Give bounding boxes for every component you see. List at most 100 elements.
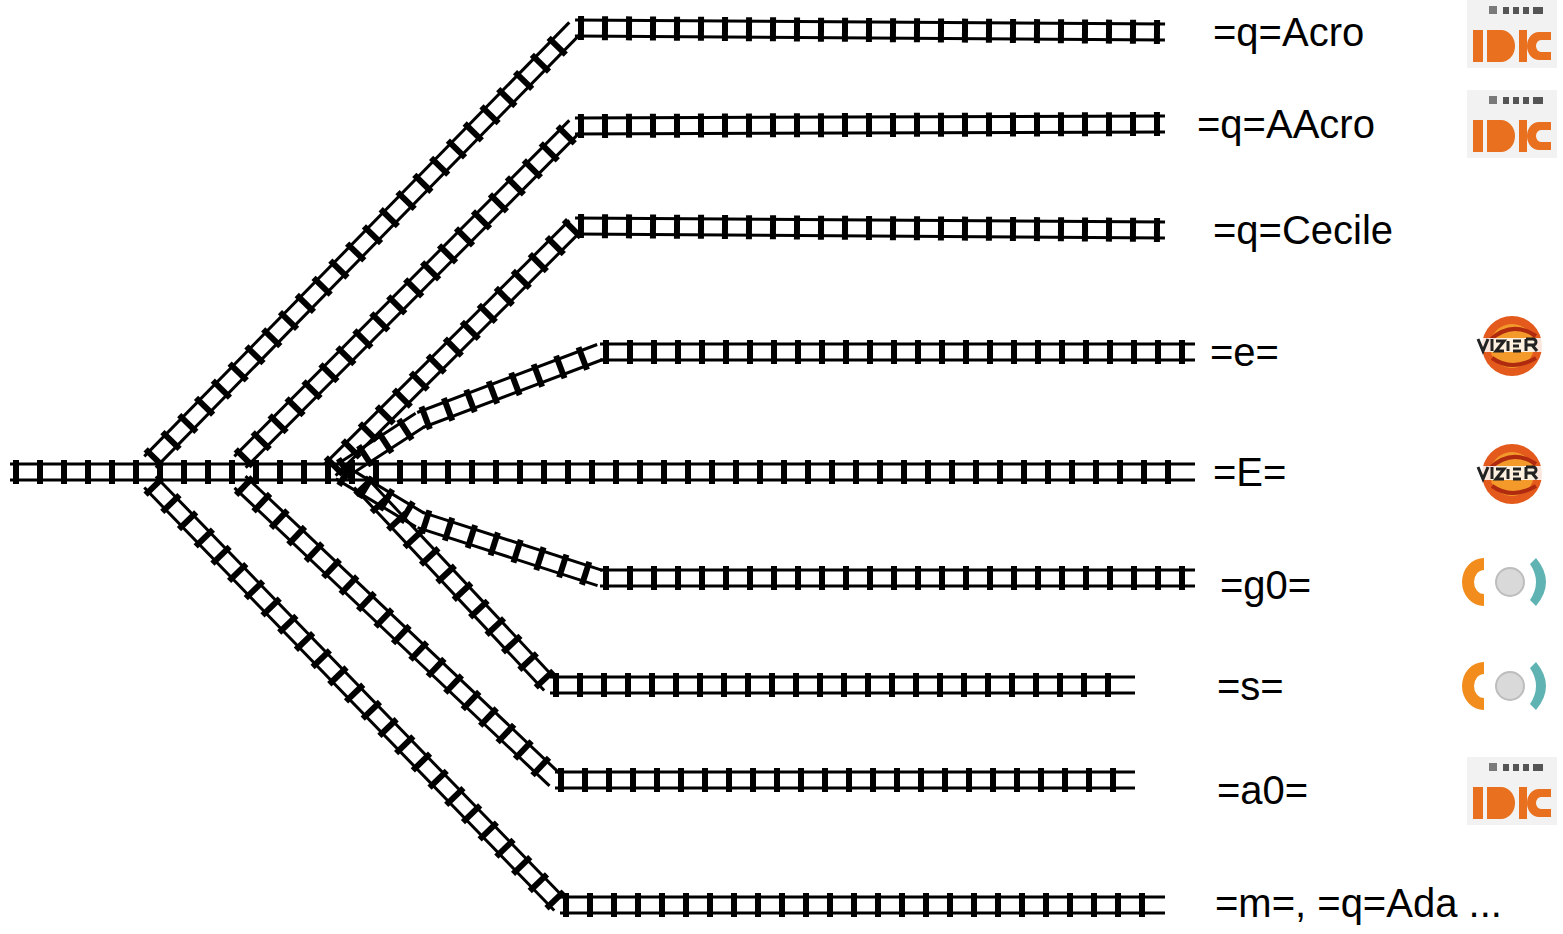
sleeper: [649, 673, 655, 697]
sleeper: [603, 340, 609, 364]
sleeper: [627, 340, 633, 364]
sleeper: [1091, 893, 1097, 917]
sleeper: [347, 244, 364, 261]
cds-logo: [1462, 662, 1546, 710]
sleeper: [1106, 218, 1112, 242]
sleeper: [731, 893, 737, 917]
sleeper: [431, 158, 448, 175]
sleeper: [470, 601, 488, 617]
sleeper: [493, 460, 499, 484]
sleeper: [697, 673, 703, 697]
track-label: =g0=: [1220, 563, 1311, 607]
sleeper: [1019, 893, 1025, 917]
sleeper: [987, 566, 993, 590]
sleeper: [213, 381, 230, 398]
sleeper: [377, 406, 394, 423]
sleeper: [674, 215, 680, 239]
sleeper: [558, 126, 575, 143]
sleeper: [1105, 673, 1111, 697]
sleeper: [675, 340, 681, 364]
sleeper: [246, 346, 263, 363]
sleeper: [496, 288, 513, 305]
sleeper: [1155, 340, 1161, 364]
sleeper: [297, 295, 314, 312]
sleeper: [549, 38, 566, 55]
sleeper: [774, 768, 780, 792]
sleeper: [1139, 893, 1145, 917]
sleeper: [986, 113, 992, 137]
sleeper: [179, 512, 196, 529]
sleeper: [1130, 20, 1136, 44]
sleeper: [818, 216, 824, 240]
rail: [555, 787, 1135, 790]
sleeper: [515, 741, 531, 758]
sleeper: [877, 460, 883, 484]
sleeper: [846, 768, 852, 792]
sleeper: [606, 768, 612, 792]
sleeper: [1062, 768, 1068, 792]
sleeper: [603, 566, 609, 590]
sleeper: [421, 548, 439, 564]
sleeper: [914, 113, 920, 137]
sleeper: [611, 893, 617, 917]
sleeper: [287, 398, 304, 415]
sleeper: [997, 460, 1003, 484]
rail: [234, 120, 569, 456]
sleeper: [723, 566, 729, 590]
sleeper: [1107, 340, 1113, 364]
sleeper: [410, 642, 426, 659]
sleeper: [1059, 340, 1065, 364]
sleeper: [843, 566, 849, 590]
sleeper: [723, 340, 729, 364]
sleeper: [661, 460, 667, 484]
sleeper: [747, 566, 753, 590]
sleeper: [587, 893, 593, 917]
rail: [324, 220, 569, 464]
sleeper: [466, 390, 474, 412]
sleeper: [445, 460, 451, 484]
rail: [144, 22, 569, 456]
sleeper: [915, 566, 921, 590]
rail: [156, 476, 566, 899]
sleeper: [925, 460, 931, 484]
idic-logo: [1467, 0, 1557, 68]
sleeper: [530, 254, 547, 271]
sleeper: [553, 673, 559, 697]
sleeper: [428, 659, 444, 676]
sleeper: [1045, 460, 1051, 484]
sleeper: [746, 215, 752, 239]
sleeper: [532, 758, 548, 775]
sleeper: [962, 217, 968, 241]
sleeper: [1034, 19, 1040, 43]
sleeper: [490, 194, 507, 211]
sleeper: [1107, 566, 1113, 590]
sleeper: [851, 893, 857, 917]
sleeper: [246, 581, 263, 598]
sleeper: [1083, 566, 1089, 590]
sleeper: [1035, 566, 1041, 590]
sleeper: [541, 143, 558, 160]
sleeper: [1141, 460, 1147, 484]
sleeper: [469, 460, 475, 484]
sleeper: [842, 216, 848, 240]
sleeper: [253, 432, 270, 449]
sleeper: [973, 460, 979, 484]
sleeper: [405, 279, 422, 296]
sleeper: [842, 18, 848, 42]
sleeper: [288, 527, 304, 544]
sleeper: [798, 768, 804, 792]
sleeper: [794, 113, 800, 137]
sleeper: [986, 217, 992, 241]
rail: [10, 463, 1195, 466]
sleeper: [563, 893, 569, 917]
sleeper: [589, 460, 595, 484]
sleeper: [963, 566, 969, 590]
sleeper: [901, 460, 907, 484]
sleeper: [699, 340, 705, 364]
sleeper: [891, 566, 897, 590]
sleeper: [277, 460, 283, 484]
sleeper: [771, 566, 777, 590]
sleeper: [393, 626, 409, 643]
sleeper: [771, 340, 777, 364]
sleeper: [503, 636, 521, 652]
